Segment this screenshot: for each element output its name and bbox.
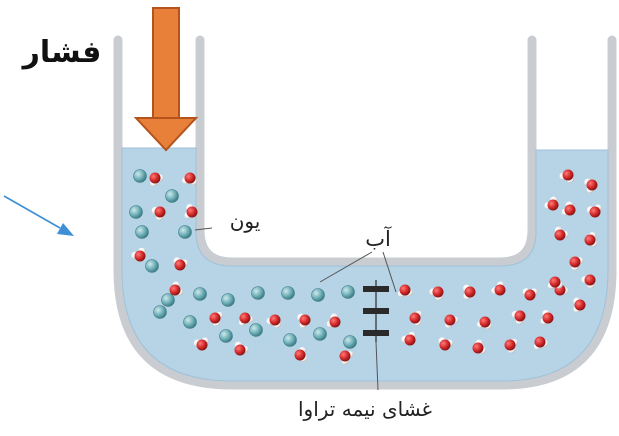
pressure-label: فشار [21,35,102,70]
ion-particle [314,328,327,341]
ion-particle [146,260,159,273]
ion-particle [250,324,263,337]
ion-particle [179,226,192,239]
ion-particle [184,316,197,329]
ion-particle [312,289,325,302]
water-label: آب [365,226,392,251]
ion-particle [342,286,355,299]
ion-particle [130,206,143,219]
pointer-arrow-icon [4,196,74,236]
ion-particle [166,190,179,203]
ion-particle [252,287,265,300]
membrane-label: غشای نیمه تراوا [298,397,432,421]
ion-particle [344,336,357,349]
ion-label: یون [230,209,261,233]
ion-particle [284,334,297,347]
ion-particle [220,330,233,343]
semipermeable-membrane [363,280,389,342]
ion-particle [282,287,295,300]
ion-particle [222,294,235,307]
down-arrow-icon [136,8,196,150]
ion-particle [136,226,149,239]
ion-particle [134,170,147,183]
ion-particle [154,306,167,319]
ion-particle [162,294,175,307]
ion-particle [194,288,207,301]
